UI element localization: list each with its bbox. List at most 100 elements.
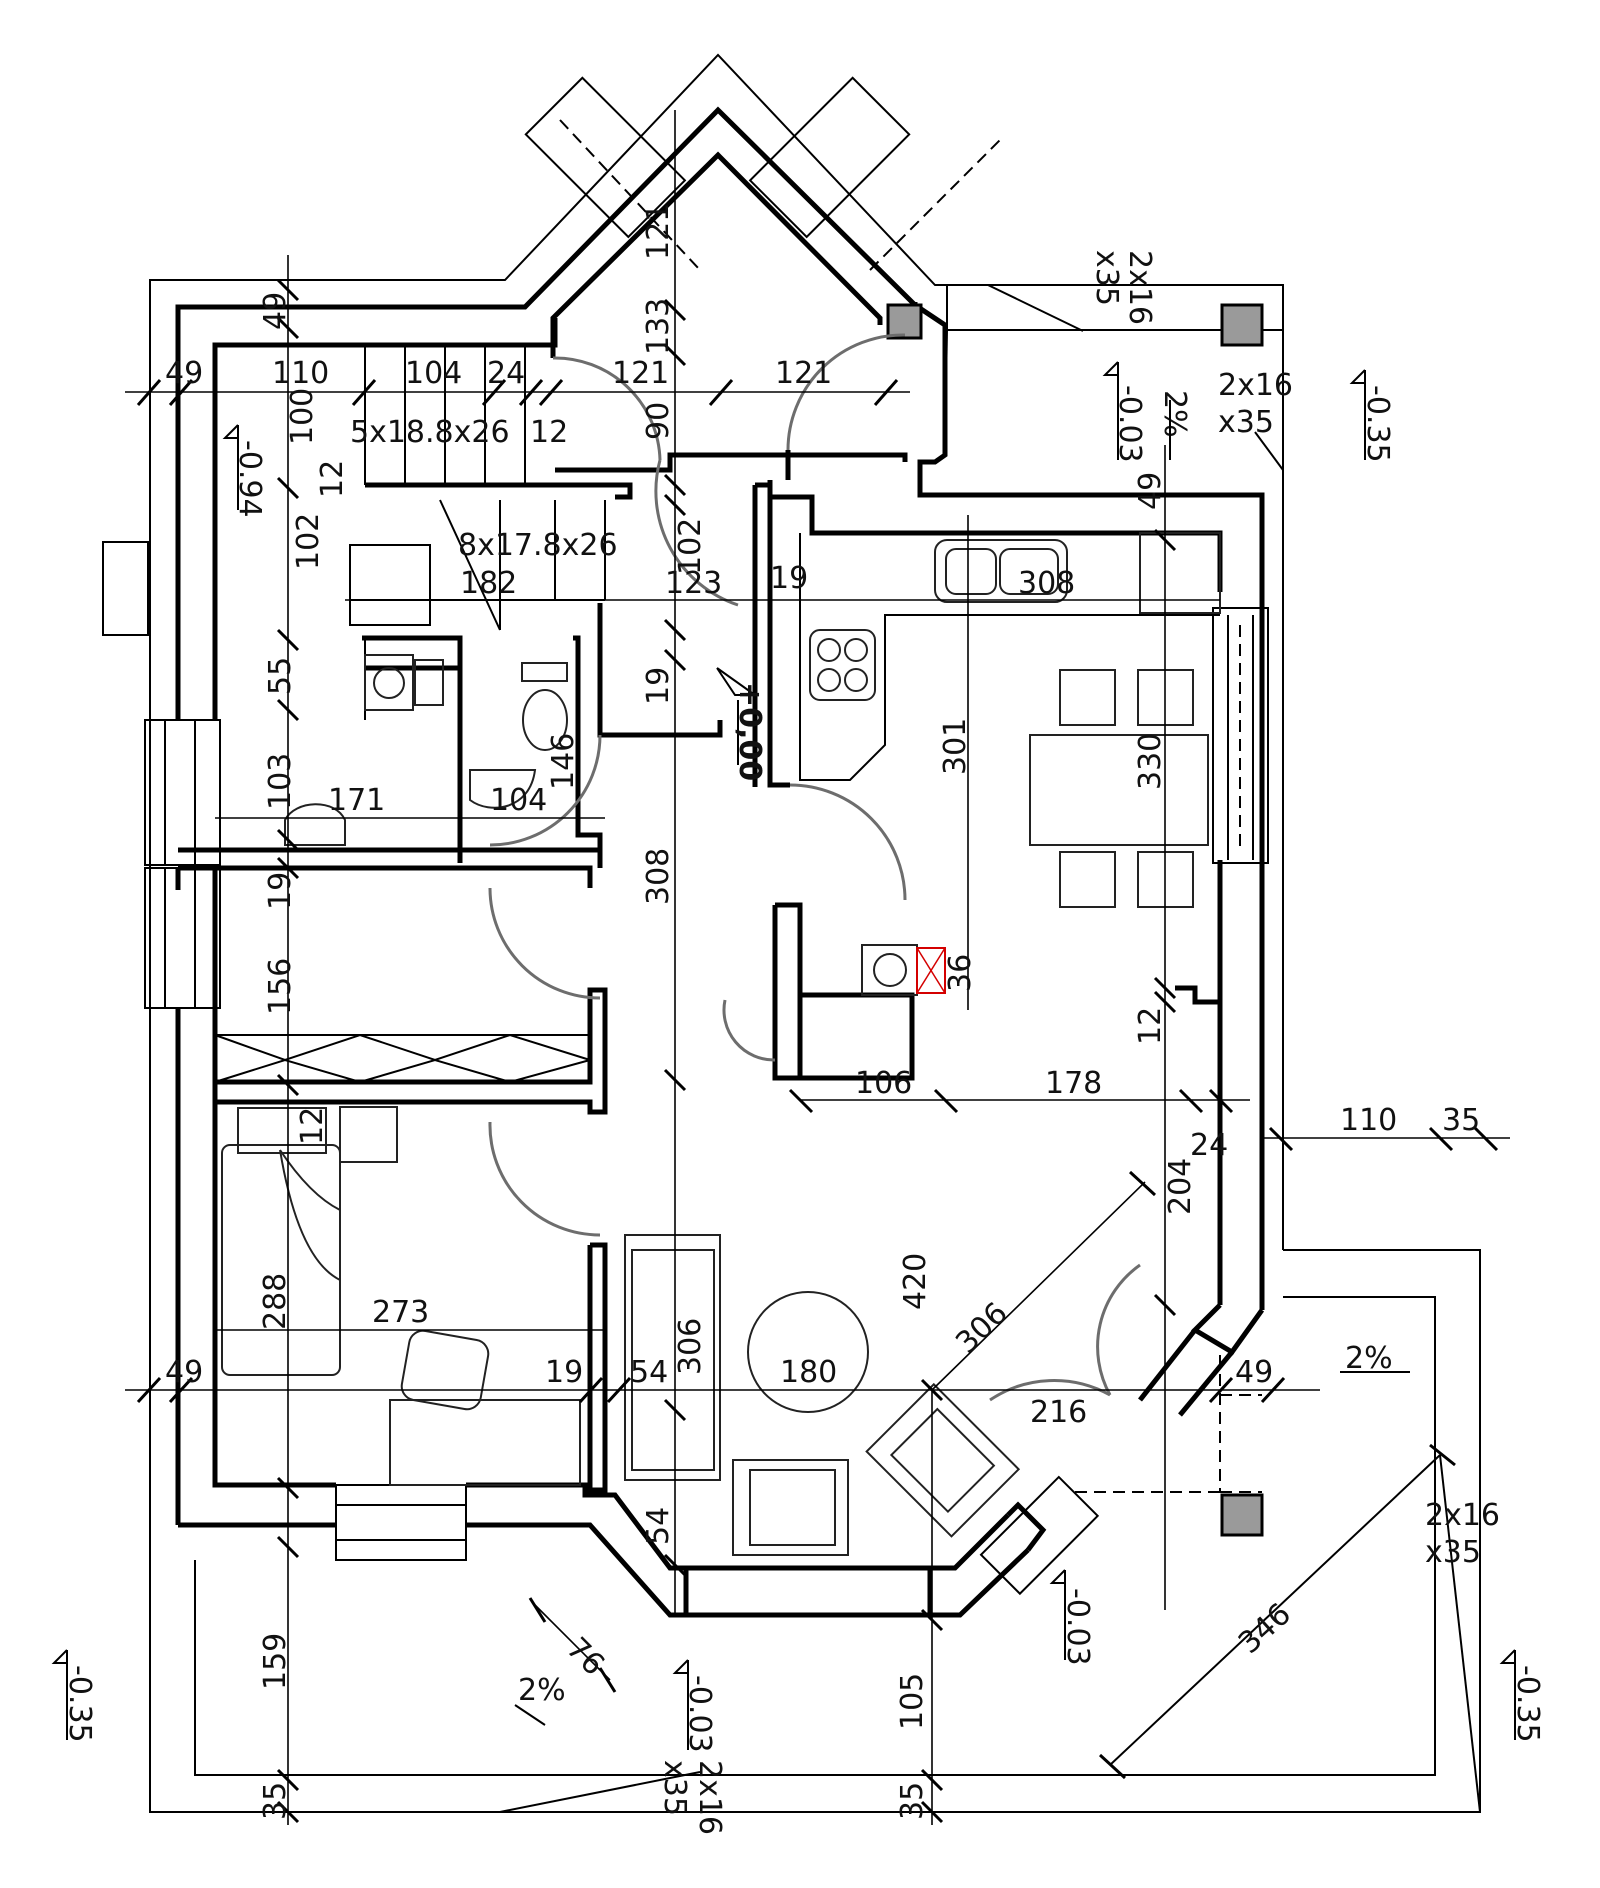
dining-table [1029,734,1209,846]
level-zero: +0,00 [732,682,767,781]
column-label-right-b: x35 [1218,405,1274,440]
dim-308-hall: 308 [641,848,676,905]
dim-273: 273 [372,1295,429,1330]
slope-label-bottom: 2% [518,1673,566,1708]
column-label-br-b: x35 [1425,1535,1481,1570]
dim-110-right: 110 [1340,1103,1397,1138]
dim-36: 36 [943,954,978,992]
dim-156: 156 [263,958,298,1015]
column-bottom-right [1220,1493,1264,1537]
level-bottom-terrace: -0.03 [1060,1588,1095,1666]
dim-49-left: 49 [165,356,203,391]
coffee-table [747,1291,869,1413]
dining-chair [1059,669,1116,726]
dim-133: 133 [641,298,676,355]
dim-121-bay: 121 [641,203,676,260]
dimension-lines [125,110,1510,1825]
dim-308-kitchen: 308 [1018,566,1075,601]
dim-103: 103 [263,753,298,810]
annotation-labels: 2x16 x35 2x16 x35 2x16 x35 2x16 x35 2% 2… [514,250,1500,1835]
dim-12-b: 12 [315,460,350,498]
column-label-top-a: 2x16 [1122,250,1157,325]
dashed-lines [559,119,1262,1493]
dim-171: 171 [328,783,385,818]
armchair [732,1459,849,1556]
dim-12-c: 12 [1133,1007,1168,1045]
level-top-terrace: -0.03 [1112,385,1147,463]
door-bedroom [488,1121,601,1237]
level-right: -0.35 [1510,1665,1545,1743]
dim-180: 180 [780,1355,837,1390]
dim-123: 123 [665,566,722,601]
level-left: -0.35 [62,1665,97,1743]
walls [175,106,1265,1618]
dim-54-b: 54 [641,1507,676,1545]
dim-54-a: 54 [630,1355,668,1390]
sofa [624,1234,721,1481]
dim-90: 90 [641,402,676,440]
dim-306-v: 306 [673,1318,708,1375]
dim-182: 182 [460,566,517,601]
dim-102-b: 102 [673,518,708,575]
fireplace [865,1382,1021,1538]
dim-35-bl: 35 [258,1782,293,1820]
door-hall-left [488,887,601,1000]
door-entrance [552,356,662,461]
dim-19-d: 19 [545,1355,583,1390]
dim-24-top: 24 [487,356,525,391]
toilet [522,689,568,751]
dim-420: 420 [898,1253,933,1310]
door-corridor [722,999,776,1062]
door-side [1096,1263,1141,1396]
columns [886,303,1264,1537]
furniture [214,532,1221,1556]
column-top-right [1220,303,1264,347]
dim-306-diag: 306 [949,1296,1015,1361]
outer-outlines [102,53,1481,1813]
dim-330: 330 [1133,733,1168,790]
cooktop [809,629,876,701]
door-living [989,1378,1111,1402]
toilet-tank [521,662,568,682]
column-label-br-a: 2x16 [1425,1498,1500,1533]
slope-label-top: 2% [1157,390,1192,438]
dim-346: 346 [1232,1597,1298,1661]
level-markers [51,361,1516,1750]
dim-35-bc: 35 [895,1782,930,1820]
door-kitchen [789,783,907,901]
column-label-top-b: x35 [1089,250,1124,306]
dim-49-bl: 49 [165,1355,203,1390]
door-terrace [786,333,906,451]
dim-146: 146 [546,733,581,790]
dim-stairs-lower: 8x17.8x26 [458,528,618,563]
dim-100: 100 [285,388,320,445]
dimension-ticks [136,278,1499,1824]
dim-121-a: 121 [612,356,669,391]
boiler [364,654,414,711]
bed [221,1144,341,1376]
dim-159: 159 [258,1633,293,1690]
desk-chair [400,1329,490,1411]
nightstand [339,1106,398,1163]
doors [488,333,1141,1402]
furnace [861,944,918,996]
dim-19-c: 19 [263,872,298,910]
dim-204: 204 [1163,1158,1198,1215]
level-labels: -0.94 -0.03 -0.35 +0,00 -0.03 -0.03 -0.3… [62,385,1545,1753]
dim-121-b: 121 [775,356,832,391]
level-top-right: -0.35 [1360,385,1395,463]
dim-106: 106 [855,1066,912,1101]
column-label-bottom-a: 2x16 [692,1760,727,1835]
dim-105: 105 [895,1673,930,1730]
kitchen-sink [934,539,1068,603]
dim-301: 301 [938,718,973,775]
level-entrance: -0.03 [682,1675,717,1753]
dim-19-a: 19 [770,561,808,596]
door-wc [489,734,602,847]
dim-stairs-upper: 5x18.8x26 [350,415,510,450]
column-label-bottom-b: x35 [657,1760,692,1816]
dim-102-a: 102 [291,513,326,570]
dining-chair [1059,851,1116,908]
dim-178: 178 [1045,1066,1102,1101]
